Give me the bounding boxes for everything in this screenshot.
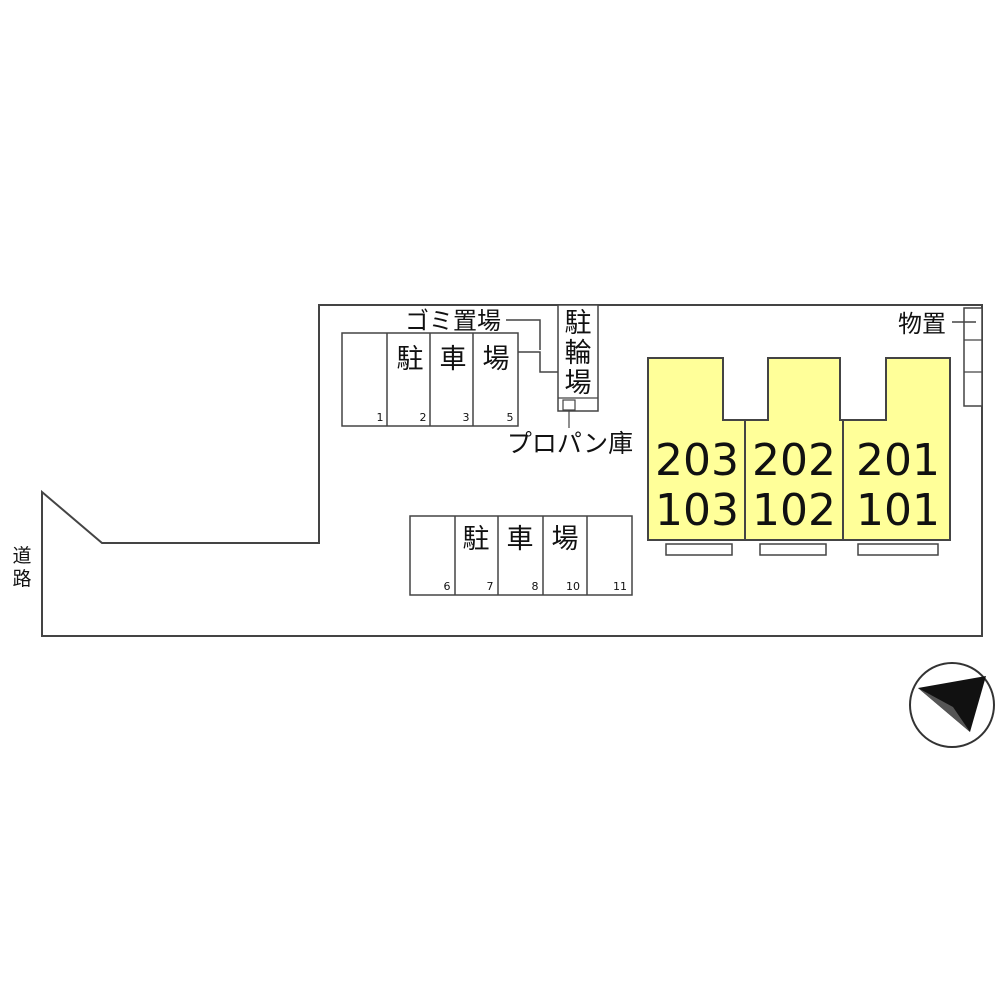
unit-upper-number: 203	[655, 435, 739, 486]
parking-slot-10: 10	[566, 580, 580, 593]
bike-label-3: 場	[565, 368, 592, 399]
storage-shed: 物置	[898, 307, 983, 407]
balcony-3	[857, 543, 939, 556]
unit-201-101: 201 101	[856, 435, 940, 536]
unit-upper-number: 201	[856, 435, 940, 486]
propane-storage: プロパン庫	[507, 399, 633, 458]
parking-north: 駐 車 場 1 2 3 5	[341, 332, 519, 427]
parking-slot-5: 5	[507, 411, 514, 424]
propane-label: プロパン庫	[507, 429, 633, 458]
garbage-area	[518, 351, 558, 373]
parking-slot-1: 1	[377, 411, 384, 424]
unit-lower-number: 101	[856, 485, 940, 536]
storage-label: 物置	[898, 310, 946, 338]
garbage-leader-line	[506, 319, 541, 350]
parking-slot-8: 8	[532, 580, 539, 593]
north-arrow-icon	[909, 662, 995, 748]
balcony-2	[759, 543, 827, 556]
parking-slot-3: 3	[463, 411, 470, 424]
parking-north-label-3: 場	[483, 344, 510, 375]
road-label-1: 道	[12, 545, 31, 567]
unit-upper-number: 202	[752, 435, 836, 486]
building-outline	[647, 357, 951, 541]
unit-202-102: 202 102	[752, 435, 836, 536]
unit-lower-number: 102	[752, 485, 836, 536]
garbage-label: ゴミ置場	[405, 307, 501, 335]
bike-label-1: 駐	[565, 308, 592, 339]
parking-south-label-3: 場	[552, 524, 579, 555]
parking-north-label-2: 車	[440, 344, 467, 375]
parking-slot-2: 2	[420, 411, 427, 424]
balcony-1	[665, 543, 733, 556]
parking-south-label-1: 駐	[463, 524, 490, 555]
parking-slot-11: 11	[613, 580, 627, 593]
apartment-building: 203 103 202 102 201 101	[647, 357, 951, 556]
road-label-2: 路	[12, 568, 31, 590]
unit-203-103: 203 103	[655, 435, 739, 536]
bike-label-2: 輪	[565, 338, 592, 369]
unit-lower-number: 103	[655, 485, 739, 536]
parking-north-label-1: 駐	[397, 344, 424, 375]
parking-slot-7: 7	[487, 580, 494, 593]
bike-parking: 駐 輪 場	[557, 304, 599, 412]
parking-south: 駐 車 場 6 7 8 10 11	[409, 515, 633, 596]
parking-south-label-2: 車	[507, 524, 534, 555]
parking-slot-6: 6	[444, 580, 451, 593]
